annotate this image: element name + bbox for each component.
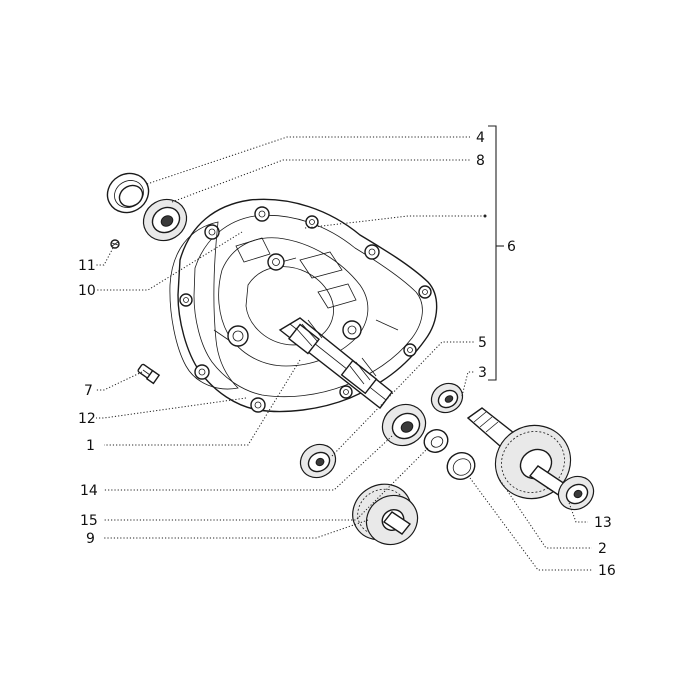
screw (137, 363, 161, 385)
callout-15: 15 (80, 513, 98, 529)
oil-seal (106, 172, 150, 214)
callout-12: 12 (78, 411, 96, 427)
callout-3: 3 (478, 365, 487, 381)
callout-13: 13 (594, 515, 612, 531)
callout-11: 11 (78, 258, 96, 274)
callout-labels: 4 8 6 11 10 5 3 7 12 1 14 15 9 13 2 16 (78, 130, 616, 579)
callout-16: 16 (598, 563, 616, 579)
output-shaft-gear (466, 407, 572, 500)
bearing-right (430, 382, 464, 414)
callout-6: 6 (507, 239, 516, 255)
bearing-upper (142, 198, 188, 242)
callout-9: 9 (86, 531, 95, 547)
callout-2: 2 (598, 541, 607, 557)
intermediate-gear (352, 483, 419, 546)
bearing-middle (381, 403, 427, 447)
plug-small (110, 239, 120, 249)
callout-4: 4 (476, 130, 485, 146)
callout-1: 1 (86, 438, 95, 454)
bearing-far-right (557, 475, 595, 511)
leader-lines (96, 125, 592, 571)
callout-8: 8 (476, 153, 485, 169)
spacer-ring (423, 429, 449, 453)
callout-7: 7 (84, 383, 93, 399)
callout-5: 5 (478, 335, 487, 351)
callout-10: 10 (78, 283, 96, 299)
circlip (446, 452, 476, 480)
gearbox-housing (177, 198, 438, 413)
housing-gasket (169, 221, 239, 390)
callout-14: 14 (80, 483, 98, 499)
bearing-lower-left (299, 443, 337, 479)
input-shaft (278, 317, 393, 409)
